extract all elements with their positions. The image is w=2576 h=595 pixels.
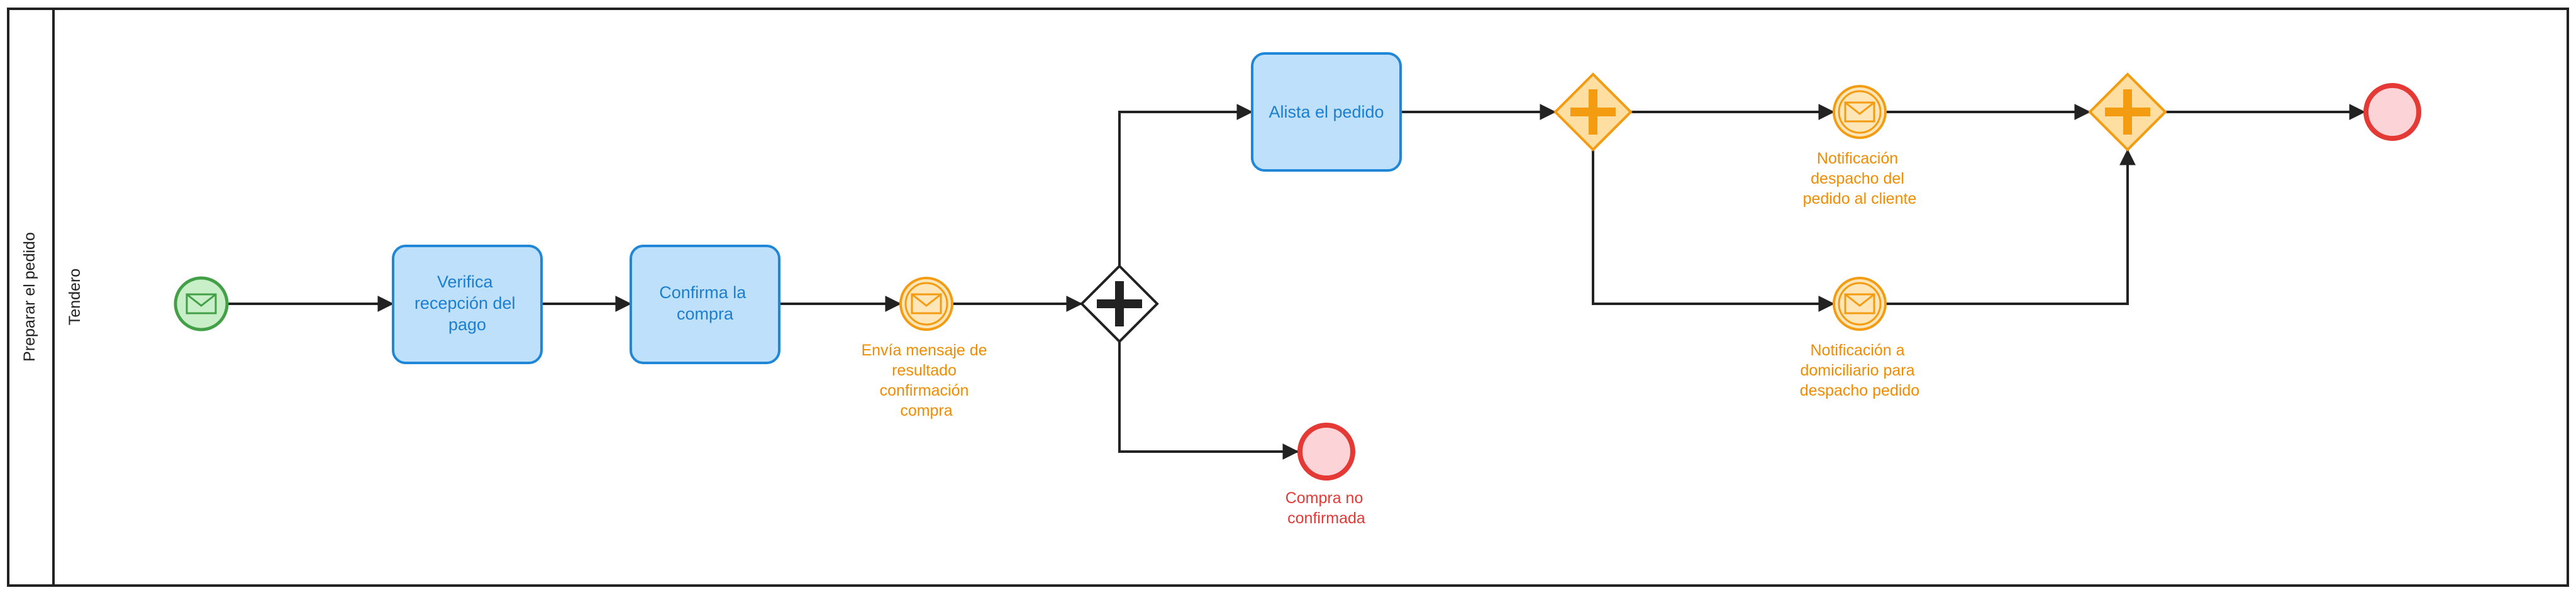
plus-icon: [1097, 281, 1142, 326]
notif-domiciliario-line: domiciliario para: [1801, 362, 1915, 379]
mensaje-confirmacion-line: resultado: [892, 362, 957, 379]
task-confirma-label: Confirma la compra: [659, 283, 751, 323]
lane-label: Tendero: [66, 269, 84, 325]
intermediate-event-mensaje-confirmacion[interactable]: Envía mensaje de resultado confirmación …: [861, 277, 991, 420]
start-event[interactable]: [174, 276, 229, 331]
plus-icon: [2105, 89, 2150, 135]
task-alista-line: Alista el pedido: [1269, 103, 1384, 121]
compra-no-confirmada-line: Compra no: [1285, 489, 1363, 507]
gateway-decision[interactable]: [1080, 264, 1159, 343]
intermediate-event-notif-domiciliario[interactable]: Notificación a domiciliario para despach…: [1800, 277, 1919, 399]
envelope-icon: [186, 293, 217, 314]
envelope-icon: [911, 293, 942, 314]
task-verifica-line: pago: [448, 315, 486, 334]
notif-cliente-line: despacho del: [1811, 170, 1904, 187]
task-verifica-line: recepción del: [414, 294, 516, 313]
flow-split-to-notif-domiciliario[interactable]: [1592, 150, 1835, 312]
compra-no-confirmada-line: confirmada: [1287, 509, 1365, 527]
task-verifica-pago[interactable]: Verifica recepción del pago: [392, 245, 543, 364]
notif-domiciliario-label: Notificación a domiciliario para despach…: [1800, 342, 1919, 399]
parallel-gateway-join[interactable]: [2088, 72, 2167, 152]
task-alista-label: Alista el pedido: [1269, 103, 1384, 121]
end-event-compra-no-confirmada[interactable]: Compra no confirmada: [1285, 423, 1368, 527]
task-verifica-label: Verifica recepción del pago: [414, 272, 520, 334]
notif-domiciliario-line: Notificación a: [1810, 342, 1904, 359]
task-alista-pedido[interactable]: Alista el pedido: [1251, 52, 1402, 172]
mensaje-confirmacion-label: Envía mensaje de resultado confirmación …: [861, 342, 991, 420]
pool-label: Preparar el pedido: [21, 232, 38, 362]
sequence-flows: [228, 104, 2366, 460]
notif-cliente-line: Notificación: [1817, 150, 1898, 167]
flow-notif-domiciliario-to-join[interactable]: [1885, 148, 2136, 305]
task-confirma-compra[interactable]: Confirma la compra: [630, 245, 780, 364]
flow-gateway-to-alista[interactable]: [1118, 104, 1253, 266]
mensaje-confirmacion-line: Envía mensaje de: [861, 342, 987, 359]
parallel-gateway-split[interactable]: [1553, 72, 1633, 152]
end-event[interactable]: [2363, 83, 2421, 141]
mensaje-confirmacion-line: compra: [900, 402, 952, 420]
notif-cliente-label: Notificación despacho del pedido al clie…: [1803, 150, 1917, 208]
envelope-icon: [1844, 293, 1875, 314]
notif-cliente-line: pedido al cliente: [1803, 190, 1917, 208]
task-confirma-line: compra: [677, 304, 734, 323]
plus-icon: [1570, 89, 1616, 135]
intermediate-event-notif-cliente[interactable]: Notificación despacho del pedido al clie…: [1803, 85, 1917, 208]
mensaje-confirmacion-line: confirmación: [880, 382, 969, 399]
flow-gateway-to-no-confirmada[interactable]: [1118, 342, 1299, 460]
task-verifica-line: Verifica: [437, 272, 494, 291]
task-confirma-line: Confirma la: [659, 283, 747, 302]
compra-no-confirmada-label: Compra no confirmada: [1285, 489, 1368, 527]
envelope-icon: [1844, 101, 1875, 123]
notif-domiciliario-line: despacho pedido: [1800, 382, 1919, 399]
